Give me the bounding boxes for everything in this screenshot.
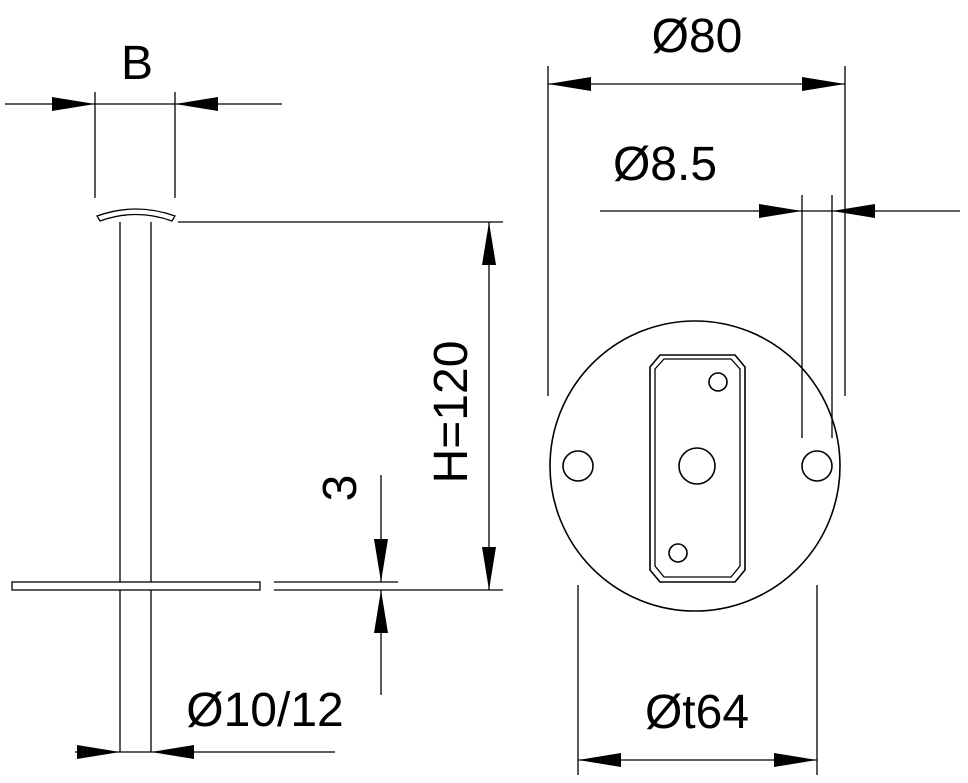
rod-diameter-arrow-left	[77, 745, 120, 759]
outer-arrow-right	[802, 77, 845, 91]
rod-diameter-label: Ø10/12	[186, 684, 343, 737]
base-plate	[11, 581, 261, 591]
b-arrow-right	[175, 97, 218, 111]
left-mounting-hole	[562, 450, 594, 482]
lower-small-hole	[668, 543, 688, 563]
height-arrow-bottom	[482, 547, 496, 590]
dimension-thickness: 3	[274, 475, 398, 695]
height-label: H=120	[425, 341, 478, 484]
rod-diameter-arrow-right	[151, 745, 194, 759]
circle-arrow-right	[774, 753, 817, 767]
saddle-top	[96, 208, 176, 222]
top-view	[549, 320, 841, 612]
hole-circle-label: Øt64	[645, 686, 749, 739]
hole-arrow-right	[832, 204, 875, 218]
hole-diameter-label: Ø8.5	[613, 138, 717, 191]
center-hole	[678, 447, 716, 485]
dimension-outer-diameter: Ø80	[547, 10, 846, 396]
circle-arrow-left	[578, 753, 621, 767]
outer-arrow-left	[548, 77, 591, 91]
flange-outline	[549, 320, 841, 612]
thickness-arrow-top	[374, 539, 388, 582]
thickness-arrow-bottom	[374, 590, 388, 633]
thickness-label: 3	[314, 475, 367, 502]
dimension-hole-diameter: Ø8.5	[600, 138, 960, 438]
height-arrow-top	[482, 222, 496, 265]
side-view	[11, 208, 261, 752]
dimension-hole-circle: Øt64	[577, 585, 818, 775]
hole-arrow-left	[759, 204, 802, 218]
dimension-b: B	[5, 37, 282, 198]
b-label: B	[121, 37, 153, 90]
right-mounting-hole	[801, 450, 833, 482]
dimension-height: H=120	[178, 221, 503, 591]
center-plate-inner	[654, 358, 741, 578]
outer-diameter-label: Ø80	[652, 10, 743, 63]
center-plate-outer	[649, 354, 746, 583]
upper-small-hole	[708, 372, 728, 392]
b-arrow-left	[52, 97, 95, 111]
dimension-rod-diameter: Ø10/12	[75, 684, 344, 759]
